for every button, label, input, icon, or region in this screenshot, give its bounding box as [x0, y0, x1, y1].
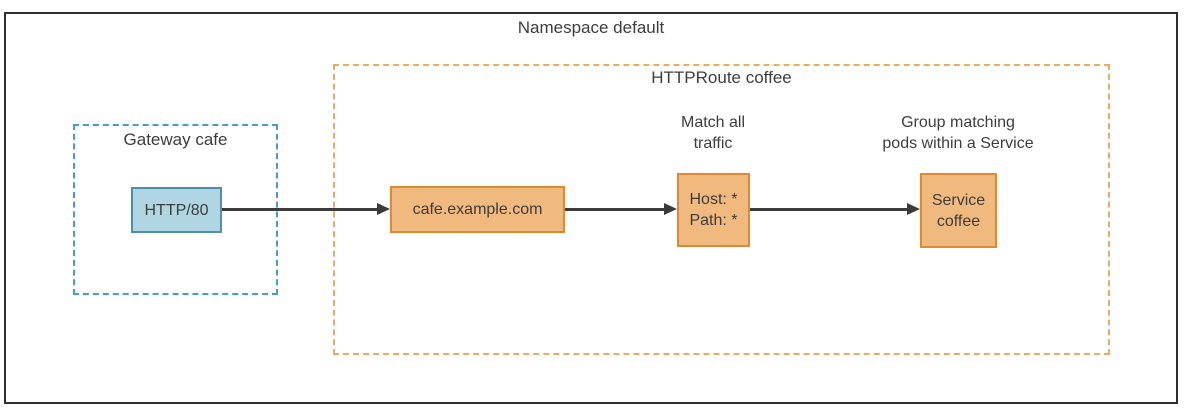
match-host-label: Host: *: [689, 191, 738, 208]
arrow-listener-to-hostname: [222, 203, 390, 215]
gateway-title: Gateway cafe: [123, 130, 228, 149]
service-label-line2: coffee: [936, 212, 981, 230]
service-annotation-line1: Group matching: [901, 114, 1015, 131]
hostname-node: cafe.example.com: [390, 186, 565, 233]
namespace-title: Namespace default: [517, 18, 665, 37]
namespace-boundary: Namespace default: [4, 12, 1178, 404]
listener-label: HTTP/80: [144, 201, 209, 219]
match-annotation: Match all traffic: [638, 112, 788, 154]
httproute-title: HTTPRoute coffee: [651, 68, 792, 87]
match-path-label: Path: *: [689, 212, 738, 229]
arrow-hostname-to-match: [565, 203, 677, 215]
service-node: Service coffee: [920, 173, 997, 248]
service-annotation: Group matching pods within a Service: [845, 112, 1071, 154]
arrow-match-to-service: [750, 203, 920, 215]
match-node: Host: * Path: *: [677, 173, 750, 247]
service-label-line1: Service: [931, 191, 986, 209]
hostname-label: cafe.example.com: [412, 201, 543, 218]
match-annotation-line1: Match all: [680, 114, 746, 131]
match-annotation-line2: traffic: [693, 135, 733, 152]
service-annotation-line2: pods within a Service: [882, 135, 1034, 152]
listener-node: HTTP/80: [131, 187, 222, 233]
